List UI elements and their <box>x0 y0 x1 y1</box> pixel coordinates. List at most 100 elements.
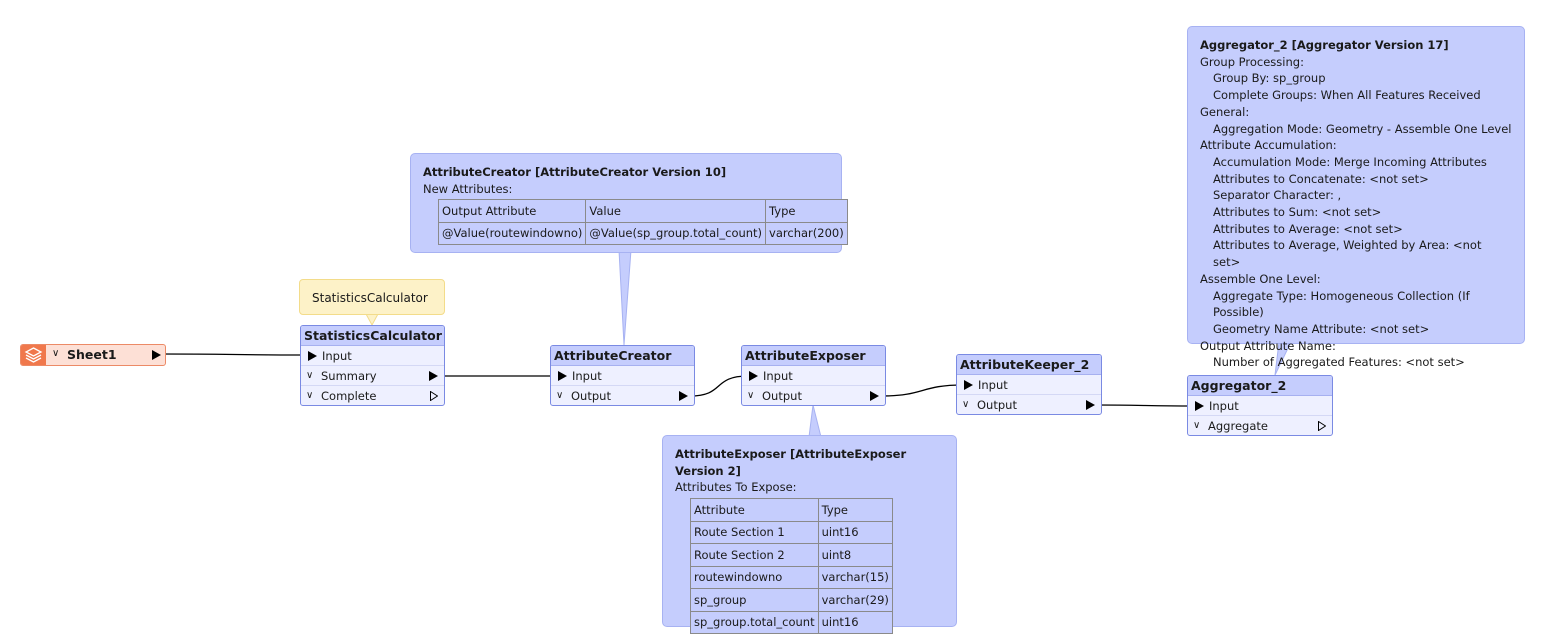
callout-line: Attribute Accumulation: <box>1200 138 1337 153</box>
reader-label: Sheet1 <box>67 347 117 362</box>
port-label: Output <box>762 389 802 403</box>
new-attributes-table: Output Attribute Value Type @Value(route… <box>437 199 848 246</box>
callout-title: AttributeCreator [AttributeCreator Versi… <box>423 165 727 179</box>
port-label: Output <box>977 398 1017 412</box>
output-port-summary[interactable]: ∨ Summary <box>301 366 444 386</box>
callout-line: Attributes to Average, Weighted by Area:… <box>1213 238 1482 270</box>
chevron-down-icon[interactable]: ∨ <box>52 348 60 359</box>
callout-line: Attributes to Concatenate: <not set> <box>1213 171 1429 186</box>
table-cell: @Value(sp_group.total_count) <box>585 221 767 246</box>
input-port-arrow-icon <box>749 371 758 381</box>
port-label: Input <box>763 369 793 383</box>
callout-attributecreator: AttributeCreator [AttributeCreator Versi… <box>410 153 848 253</box>
input-port-arrow-icon <box>308 351 317 361</box>
output-port[interactable]: ∨ Output <box>957 395 1101 414</box>
chevron-down-icon[interactable]: ∨ <box>747 390 755 401</box>
reader-sheet1[interactable]: ∨ Sheet1 <box>20 344 166 366</box>
table-cell: sp_group <box>690 588 819 612</box>
output-port-arrow-icon <box>1086 400 1095 410</box>
connection-keeper-output-to-aggregator <box>1095 404 1194 407</box>
table-cell: sp_group.total_count <box>690 610 819 635</box>
transformer-attributeexposer[interactable]: AttributeExposer Input ∨ Output <box>741 345 886 406</box>
chevron-down-icon[interactable]: ∨ <box>306 390 314 401</box>
table-cell: uint8 <box>817 543 893 567</box>
output-port[interactable]: ∨ Output <box>742 386 885 405</box>
table-header-cell: Type <box>765 199 848 223</box>
table-cell: uint16 <box>817 610 893 635</box>
table-cell: routewindowno <box>690 565 819 590</box>
output-port-arrow-icon <box>429 371 438 381</box>
connection-sheet1-to-statisticscalculator <box>160 353 307 356</box>
callout-line: Group Processing: <box>1200 54 1304 69</box>
port-label: Complete <box>321 389 377 403</box>
connection-creator-output-to-exposer <box>689 375 749 397</box>
unconnected-port-arrow-icon <box>430 391 438 401</box>
callout-line: Complete Groups: When All Features Recei… <box>1213 88 1481 103</box>
table-row: Route Section 1 uint16 <box>690 520 893 545</box>
connection-exposer-output-to-keeper <box>880 384 964 397</box>
callout-line: Accumulation Mode: Merge Incoming Attrib… <box>1213 154 1487 169</box>
port-label: Input <box>1209 399 1239 413</box>
attributes-to-expose-table: Attribute Type Route Section 1 uint16 Ro… <box>690 498 893 635</box>
table-header-cell: Output Attribute <box>437 199 587 223</box>
transformer-aggregator[interactable]: Aggregator_2 Input ∨ Aggregate <box>1187 375 1333 436</box>
transformer-statisticscalculator[interactable]: StatisticsCalculator Input ∨ Summary ∨ C… <box>300 325 445 406</box>
table-cell: varchar(200) <box>765 221 848 246</box>
callout-line: Aggregation Mode: Geometry - Assemble On… <box>1213 121 1512 136</box>
callout-attributeexposer: AttributeExposer [AttributeExposer Versi… <box>662 435 957 635</box>
port-label: Input <box>322 349 352 363</box>
table-header-cell: Type <box>817 498 893 522</box>
transformer-title: StatisticsCalculator <box>301 326 444 346</box>
output-port-arrow-icon[interactable] <box>152 350 161 360</box>
callout-pointer-attributecreator <box>618 249 632 346</box>
input-port-arrow-icon <box>1195 401 1204 411</box>
callout-aggregator: Aggregator_2 [Aggregator Version 17] Gro… <box>1187 26 1525 369</box>
table-cell: Route Section 1 <box>690 520 819 545</box>
output-port-arrow-icon <box>870 391 879 401</box>
callout-line: Attributes to Sum: <not set> <box>1213 205 1382 220</box>
callout-title: Aggregator_2 [Aggregator Version 17] <box>1200 38 1449 52</box>
stack-layers-icon <box>21 345 46 365</box>
port-label: Input <box>572 369 602 383</box>
transformer-attributekeeper[interactable]: AttributeKeeper_2 Input ∨ Output <box>956 354 1102 415</box>
table-cell: varchar(15) <box>817 565 893 590</box>
table-cell: uint16 <box>817 520 893 545</box>
output-port[interactable]: ∨ Output <box>551 386 694 405</box>
table-header-cell: Attribute <box>690 498 819 522</box>
unconnected-port-arrow-icon <box>1318 421 1326 431</box>
table-row: sp_group varchar(29) <box>690 588 893 612</box>
chevron-down-icon[interactable]: ∨ <box>306 370 314 381</box>
chevron-down-icon[interactable]: ∨ <box>1193 420 1201 431</box>
input-port[interactable]: Input <box>957 375 1101 395</box>
callout-line: Group By: sp_group <box>1213 71 1326 86</box>
output-port-aggregate[interactable]: ∨ Aggregate <box>1188 416 1332 435</box>
transformer-attributecreator[interactable]: AttributeCreator Input ∨ Output <box>550 345 695 406</box>
output-port-complete[interactable]: ∨ Complete <box>301 386 444 405</box>
callout-line: Geometry Name Attribute: <not set> <box>1213 321 1430 336</box>
callout-pointer-attributeexposer <box>808 404 822 438</box>
port-label: Aggregate <box>1208 419 1268 433</box>
annotation-note[interactable]: StatisticsCalculator <box>299 279 445 315</box>
table-header-row: Attribute Type <box>690 498 893 522</box>
callout-line: General: <box>1200 104 1250 119</box>
callout-subtitle: New Attributes: <box>423 181 513 196</box>
callout-line: Separator Character: , <box>1213 188 1342 203</box>
transformer-title: Aggregator_2 <box>1188 376 1332 396</box>
transformer-title: AttributeKeeper_2 <box>957 355 1101 375</box>
input-port[interactable]: Input <box>301 346 444 366</box>
table-cell: @Value(routewindowno) <box>437 221 587 246</box>
input-port-arrow-icon <box>964 380 973 390</box>
callout-line: Aggregate Type: Homogeneous Collection (… <box>1213 288 1470 320</box>
output-port-arrow-icon <box>679 391 688 401</box>
chevron-down-icon[interactable]: ∨ <box>962 399 970 410</box>
chevron-down-icon[interactable]: ∨ <box>556 390 564 401</box>
input-port[interactable]: Input <box>1188 396 1332 416</box>
callout-title: AttributeExposer [AttributeExposer Versi… <box>675 447 907 478</box>
input-port[interactable]: Input <box>742 366 885 386</box>
table-cell: varchar(29) <box>817 588 893 612</box>
callout-line: Assemble One Level: <box>1200 271 1321 286</box>
input-port[interactable]: Input <box>551 366 694 386</box>
callout-subtitle: Attributes To Expose: <box>675 480 797 495</box>
table-header-row: Output Attribute Value Type <box>437 199 848 223</box>
